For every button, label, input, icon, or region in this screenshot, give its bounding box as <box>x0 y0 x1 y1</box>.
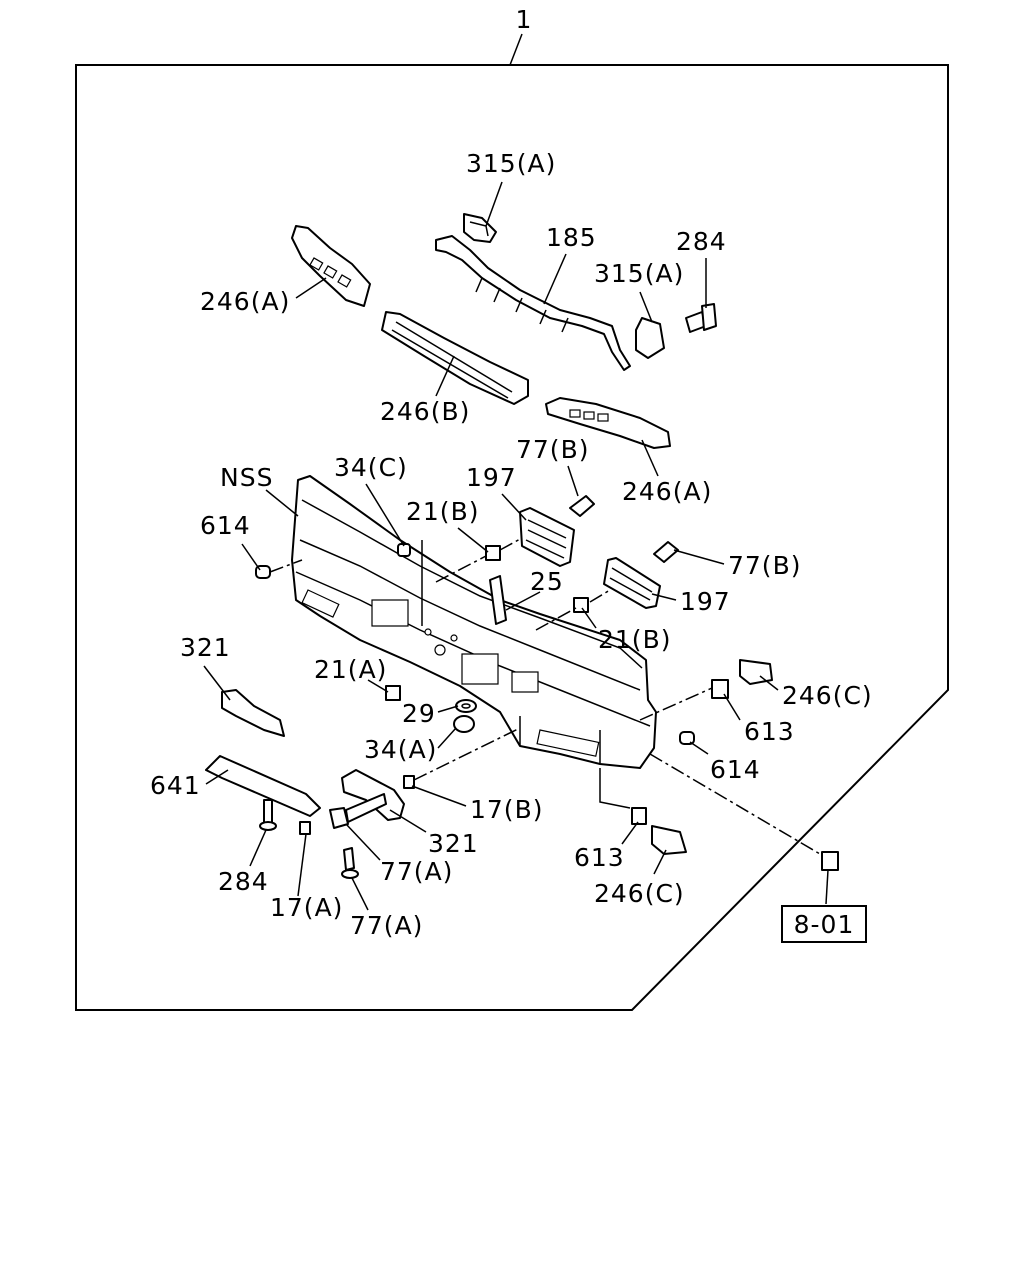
fastener-77b-top <box>569 495 595 517</box>
callout-284-top: 284 <box>676 227 727 256</box>
clip-21a <box>385 685 401 701</box>
callout-nss: NSS <box>220 463 273 492</box>
washer-29 <box>455 699 477 713</box>
clip-246c-bottom <box>651 825 687 855</box>
clip-613-right <box>711 679 729 699</box>
callout-77a-bottom: 77(A) <box>350 911 423 940</box>
clip-613-bottom <box>631 807 647 825</box>
callout-321-bottom: 321 <box>428 829 479 858</box>
grille-197-top <box>519 507 575 567</box>
reference-box-label: 8-01 <box>794 910 855 939</box>
bolt-284-bottom <box>259 799 277 831</box>
callout-315a-right: 315(A) <box>594 259 684 288</box>
callout-613-right: 613 <box>744 717 795 746</box>
callout-246a-left: 246(A) <box>200 287 290 316</box>
clip-21b-right <box>573 597 589 613</box>
callout-21b-top: 21(B) <box>406 497 479 526</box>
callout-641: 641 <box>150 771 201 800</box>
callout-246c-top: 246(C) <box>782 681 873 710</box>
callout-77a-mid: 77(A) <box>380 857 453 886</box>
callout-34c: 34(C) <box>334 453 408 482</box>
grille-246a-right <box>545 397 671 449</box>
assembly-frame <box>75 33 949 1011</box>
grille-246a-left <box>291 225 371 307</box>
bolt-77a-bottom <box>341 847 359 879</box>
callout-25: 25 <box>530 567 564 596</box>
callout-613-bottom: 613 <box>574 843 625 872</box>
bracket-321-bottom <box>341 769 405 821</box>
clip-21b-top <box>485 545 501 561</box>
bracket-321-top <box>221 689 285 737</box>
callout-614-left: 614 <box>200 511 251 540</box>
callout-284-bottom: 284 <box>218 867 269 896</box>
harness-bracket-185 <box>435 235 631 371</box>
shim-17a <box>299 821 311 835</box>
pad-8-01 <box>821 851 839 871</box>
reference-box[interactable]: 8-01 <box>781 905 867 943</box>
callout-17a: 17(A) <box>270 893 343 922</box>
clip-34c <box>397 543 411 557</box>
callout-17b: 17(B) <box>470 795 543 824</box>
bracket-315a-top <box>463 213 497 243</box>
callout-321-top: 321 <box>180 633 231 662</box>
callout-197-top: 197 <box>466 463 517 492</box>
callout-29: 29 <box>402 699 436 728</box>
callout-34a: 34(A) <box>364 735 437 764</box>
clip-246c-top <box>739 659 773 685</box>
front-bumper-assembly <box>291 475 657 769</box>
callout-77b-right: 77(B) <box>728 551 801 580</box>
bar-641 <box>205 755 321 817</box>
callout-246a-right: 246(A) <box>622 477 712 506</box>
callout-77b-top: 77(B) <box>516 435 589 464</box>
callout-21b-right: 21(B) <box>598 625 671 654</box>
bolt-77a-mid <box>329 793 387 829</box>
assembly-number: 1 <box>516 5 533 34</box>
nut-34a <box>453 715 475 733</box>
shim-17b <box>403 775 415 789</box>
bracket-315a-right <box>635 317 665 359</box>
callout-21a: 21(A) <box>314 655 387 684</box>
grille-246b <box>381 311 529 405</box>
fastener-77b-right <box>653 541 679 563</box>
callout-185: 185 <box>546 223 597 252</box>
leader-lines <box>203 181 829 911</box>
grille-197-right <box>603 557 661 609</box>
callout-614-right: 614 <box>710 755 761 784</box>
bolt-284-top <box>685 303 717 333</box>
callout-246b: 246(B) <box>380 397 470 426</box>
callout-315a-top: 315(A) <box>466 149 556 178</box>
callout-197-right: 197 <box>680 587 731 616</box>
alignment-lines <box>269 537 821 855</box>
plug-614-right <box>679 731 695 745</box>
callout-246c-bottom: 246(C) <box>594 879 685 908</box>
callout-labels: 315(A) 185 284 315(A) 246(A) 246(B) 77(B… <box>150 149 873 940</box>
stay-25 <box>489 575 507 625</box>
